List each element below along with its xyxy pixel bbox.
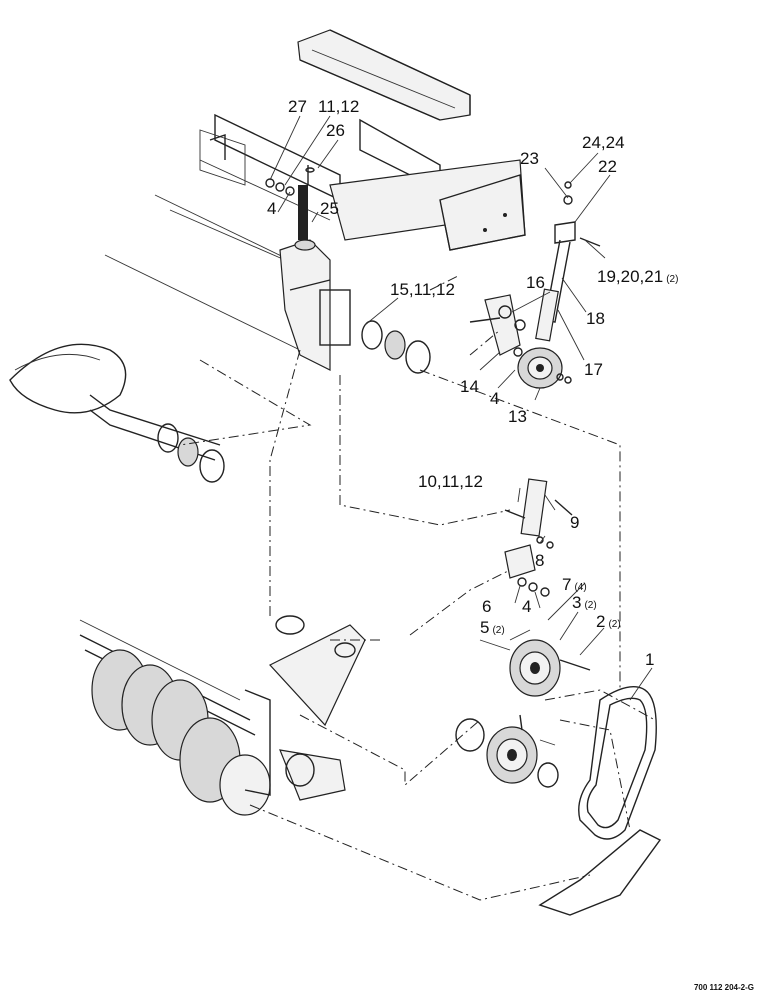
header-frame (104, 113, 341, 351)
callout-23: 23 (520, 149, 539, 168)
callout-10-11-12: 10,11,12 (418, 472, 483, 491)
callout-15-11-12: 15,11,12 (390, 280, 455, 299)
lower-chain (538, 829, 662, 916)
lower-bracket (504, 544, 550, 597)
auger (9, 343, 225, 483)
idler-arm-upper (469, 294, 526, 356)
side-plate (329, 159, 526, 251)
top-frame-beam (297, 29, 471, 192)
callout-17: 17 (584, 360, 603, 379)
callout-18: 18 (586, 309, 605, 328)
callout-4-low: 4 (522, 597, 531, 616)
document-number: 700 112 204-2-G (693, 983, 754, 992)
callout-11-12-top: 11,12 (318, 97, 359, 116)
drive-belt (578, 686, 657, 840)
spring-assembly (298, 165, 315, 240)
callout-labels: 27 11,12 26 25 4 23 24,24 22 19,20,21(2)… (267, 97, 678, 669)
callout-13: 13 (508, 407, 527, 426)
callout-2: 2(2) (596, 612, 621, 631)
callout-5: 5(2) (480, 618, 505, 637)
callout-1: 1 (645, 650, 654, 669)
callout-8: 8 (535, 551, 544, 570)
callout-19-20-21: 19,20,21(2) (597, 267, 678, 286)
drive-pulley-lower (486, 714, 559, 788)
drive-pulley-middle (479, 639, 591, 697)
callout-6: 6 (482, 597, 491, 616)
callout-4-top: 4 (267, 199, 276, 218)
upper-bearings (361, 320, 431, 374)
idler-pulley-upper (513, 347, 572, 389)
leader-lines (269, 115, 653, 701)
callout-25: 25 (320, 199, 339, 218)
tension-arm-assembly (535, 181, 601, 342)
callout-9: 9 (570, 513, 579, 532)
callout-3: 3(2) (572, 593, 597, 612)
callout-4-mid: 4 (490, 389, 499, 408)
callout-16: 16 (526, 273, 545, 292)
vertical-bracket (279, 239, 351, 371)
pickup-reel (79, 619, 485, 816)
callout-27: 27 (288, 97, 307, 116)
tensioner-lower (504, 478, 573, 549)
callout-7: 7(4) (562, 575, 587, 594)
callout-24-24: 24,24 (582, 133, 625, 152)
callout-14: 14 (460, 377, 479, 396)
callout-22: 22 (598, 157, 617, 176)
lower-frame-plate (269, 615, 366, 727)
callout-26: 26 (326, 121, 345, 140)
alignment-lines (179, 274, 656, 901)
